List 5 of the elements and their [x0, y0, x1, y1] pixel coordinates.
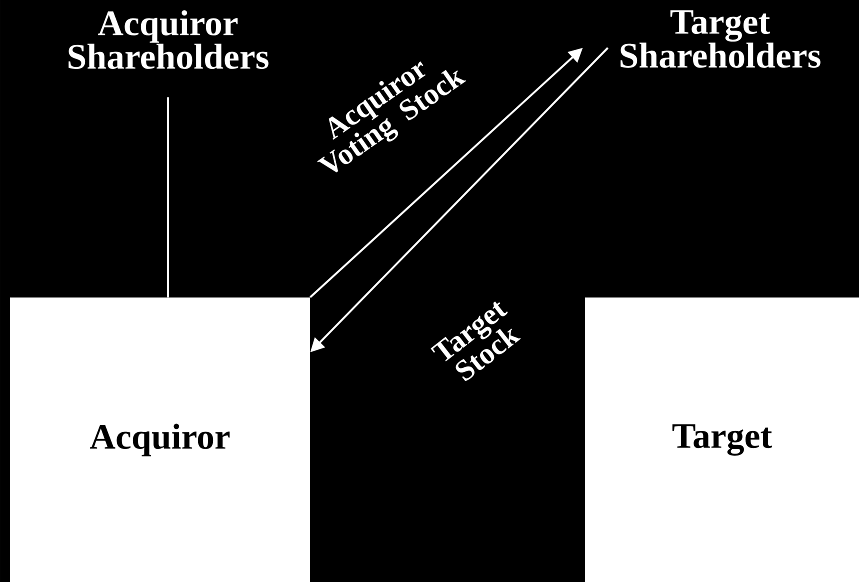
entity-box: Target	[585, 298, 859, 582]
entity-label: Target Shareholders	[620, 10, 820, 68]
entity-box: Acquiror	[10, 298, 310, 582]
connector-line	[167, 97, 169, 298]
entity-label: Acquiror Shareholders	[68, 10, 268, 69]
